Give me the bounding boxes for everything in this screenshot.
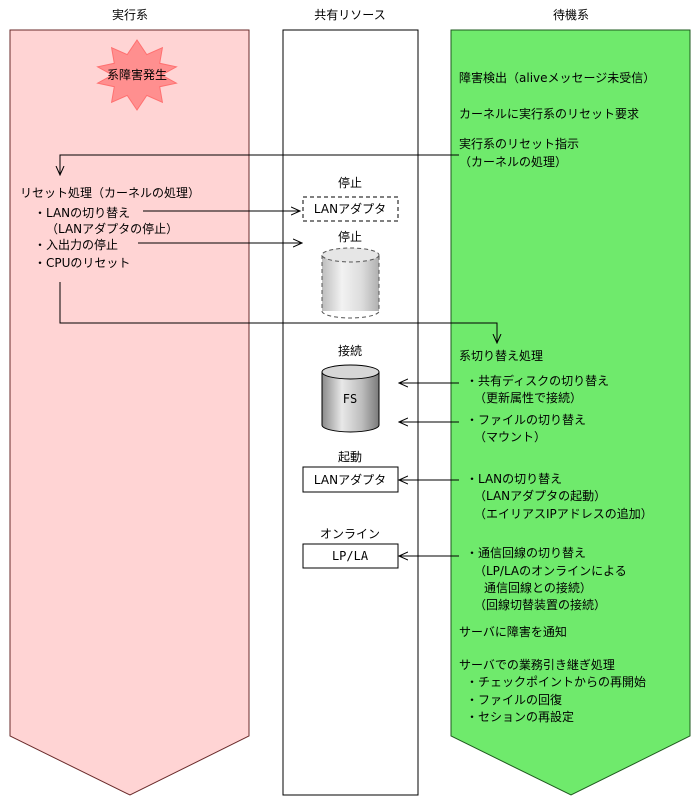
arrow-reset-instruction bbox=[60, 154, 459, 175]
lan-stop-label: 停止 bbox=[338, 175, 362, 190]
failure-burst-label: 系障害発生 bbox=[107, 67, 167, 82]
active-reset-item: ・CPUのリセット bbox=[34, 256, 130, 270]
standby-detect: 障害検出（aliveメッセージ未受信） bbox=[459, 70, 655, 85]
standby-takeover-item: ・チェックポイントからの再開始 bbox=[466, 675, 646, 689]
standby-takeover-title: サーバでの業務引き継ぎ処理 bbox=[459, 657, 615, 672]
standby-lan-switch-sub2: （エイリアスIPアドレスの追加） bbox=[474, 506, 653, 521]
arrow-to-switch bbox=[59, 282, 497, 343]
active-reset-title: リセット処理（カーネルの処理） bbox=[20, 186, 200, 200]
standby-file-switch: ・ファイルの切り替え bbox=[466, 413, 586, 427]
standby-lan-switch-sub1: （LANアダプタの起動） bbox=[474, 488, 606, 503]
standby-comm-switch-sub1: （LP/LAのオンラインによる bbox=[474, 564, 627, 578]
standby-takeover-item: ・セションの再設定 bbox=[466, 709, 574, 724]
header-shared: 共有リソース bbox=[314, 8, 385, 22]
standby-disk-switch-sub: （更新属性で接続） bbox=[474, 390, 582, 405]
standby-notify: サーバに障害を通知 bbox=[459, 624, 567, 639]
lpla-label: LP/LA bbox=[332, 549, 369, 563]
standby-comm-switch-sub2: 通信回線との接続） bbox=[484, 580, 592, 595]
fs-label: FS bbox=[343, 392, 357, 406]
standby-file-switch-sub: （マウント） bbox=[474, 430, 546, 444]
standby-reset-instruction-sub: （カーネルの処理） bbox=[459, 155, 567, 169]
standby-reset-instruction: 実行系のリセット指示 bbox=[459, 136, 579, 151]
standby-comm-switch: ・通信回線の切り替え bbox=[466, 545, 586, 560]
standby-switch-title: 系切り替え処理 bbox=[459, 349, 543, 363]
active-reset-item: （LANアダプタの停止） bbox=[46, 221, 178, 236]
lpla-box bbox=[302, 543, 399, 569]
standby-lane bbox=[450, 29, 691, 796]
standby-takeover-item: ・ファイルの回復 bbox=[466, 692, 562, 707]
lan-start-label: 起動 bbox=[338, 450, 362, 464]
lan-adapter-started-box bbox=[302, 466, 399, 493]
disk-stop-label: 停止 bbox=[338, 229, 362, 244]
online-label: オンライン bbox=[320, 527, 380, 541]
active-lane bbox=[9, 29, 250, 796]
active-reset-item: ・LANの切り替え bbox=[34, 206, 130, 220]
stopped-disk-icon bbox=[321, 247, 380, 319]
standby-comm-switch-sub3: （回線切替装置の接続） bbox=[474, 597, 606, 612]
lan-adapter-stopped-box bbox=[302, 196, 399, 222]
header-standby: 待機系 bbox=[553, 7, 589, 22]
active-reset-item: ・入出力の停止 bbox=[34, 237, 118, 252]
header-active: 実行系 bbox=[112, 7, 148, 22]
standby-lan-switch: ・LANの切り替え bbox=[466, 472, 562, 486]
disk-connect-label: 接続 bbox=[338, 343, 362, 358]
lan-adapter-stopped-label: LANアダプタ bbox=[314, 201, 386, 216]
lan-adapter-started-label: LANアダプタ bbox=[314, 472, 386, 487]
standby-kernel-request: カーネルに実行系のリセット要求 bbox=[459, 106, 639, 121]
fs-disk-icon bbox=[321, 364, 380, 433]
failure-burst-icon bbox=[96, 39, 178, 111]
standby-disk-switch: ・共有ディスクの切り替え bbox=[466, 373, 609, 388]
